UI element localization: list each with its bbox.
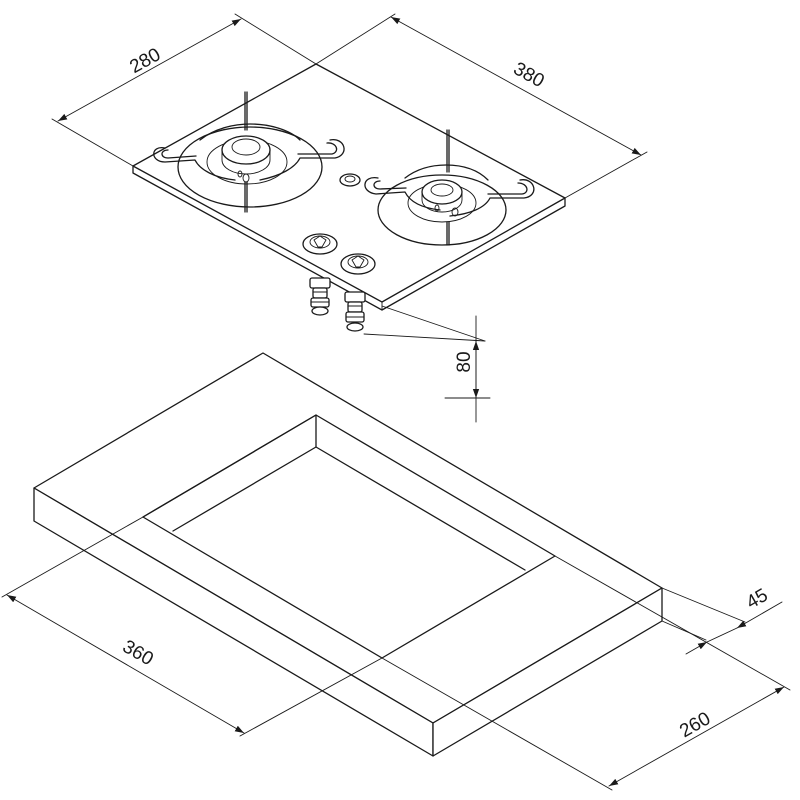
dimension-label-260: 260 [676, 708, 714, 742]
ignition-element [339, 173, 361, 187]
dimension-label-380: 380 [510, 58, 548, 92]
dimension-below-height: 80 [363, 305, 491, 423]
dimension-label-280: 280 [126, 44, 164, 78]
dimension-label-80: 80 [454, 351, 475, 372]
hob [132, 63, 566, 332]
dimension-countertop-thickness: 45 [661, 585, 783, 655]
dimension-label-360: 360 [119, 636, 157, 670]
burner-right [377, 174, 507, 246]
control-knob-right [340, 253, 376, 275]
pan-support-left [153, 91, 345, 213]
gas-connector-left [309, 277, 331, 316]
burner-left [177, 126, 323, 208]
gas-connector-right [344, 291, 366, 332]
control-knob-left [302, 233, 338, 255]
dimension-label-45: 45 [743, 585, 772, 614]
countertop [33, 352, 663, 757]
